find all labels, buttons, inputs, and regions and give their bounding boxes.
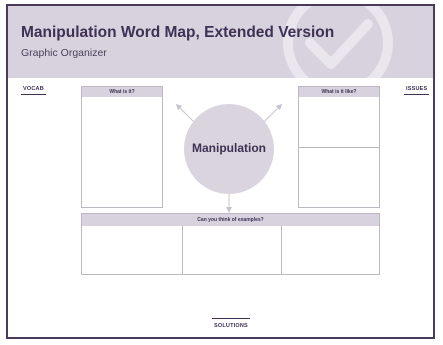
examples-divider-1	[182, 226, 183, 274]
what-is-it-heading: What is it?	[82, 87, 162, 97]
examples-divider-2	[281, 226, 282, 274]
vocab-underline	[21, 94, 46, 95]
header-banner: Manipulation Word Map, Extended Version …	[8, 6, 433, 78]
issues-label: ISSUES	[404, 86, 430, 95]
page-subtitle: Graphic Organizer	[21, 47, 107, 59]
vocab-label-text: VOCAB	[23, 86, 44, 92]
vocab-label: VOCAB	[21, 86, 46, 95]
what-is-it-like-divider	[299, 147, 379, 148]
solutions-label: SOLUTIONS	[212, 318, 250, 329]
center-word: Manipulation	[192, 141, 266, 155]
page-title: Manipulation Word Map, Extended Version	[21, 24, 335, 41]
what-is-it-like-box[interactable]: What is it like?	[298, 86, 380, 208]
solutions-overline	[212, 318, 250, 319]
issues-label-text: ISSUES	[406, 86, 428, 92]
issues-underline	[404, 94, 430, 95]
examples-box[interactable]: Can you think of examples?	[81, 213, 380, 275]
checkmark-icon	[283, 6, 393, 78]
center-circle: Manipulation	[184, 104, 274, 194]
what-is-it-box[interactable]: What is it?	[81, 86, 163, 208]
examples-heading: Can you think of examples?	[82, 214, 379, 226]
solutions-label-text: SOLUTIONS	[214, 323, 248, 329]
worksheet-frame: Manipulation Word Map, Extended Version …	[6, 4, 435, 339]
what-is-it-like-heading: What is it like?	[299, 87, 379, 97]
